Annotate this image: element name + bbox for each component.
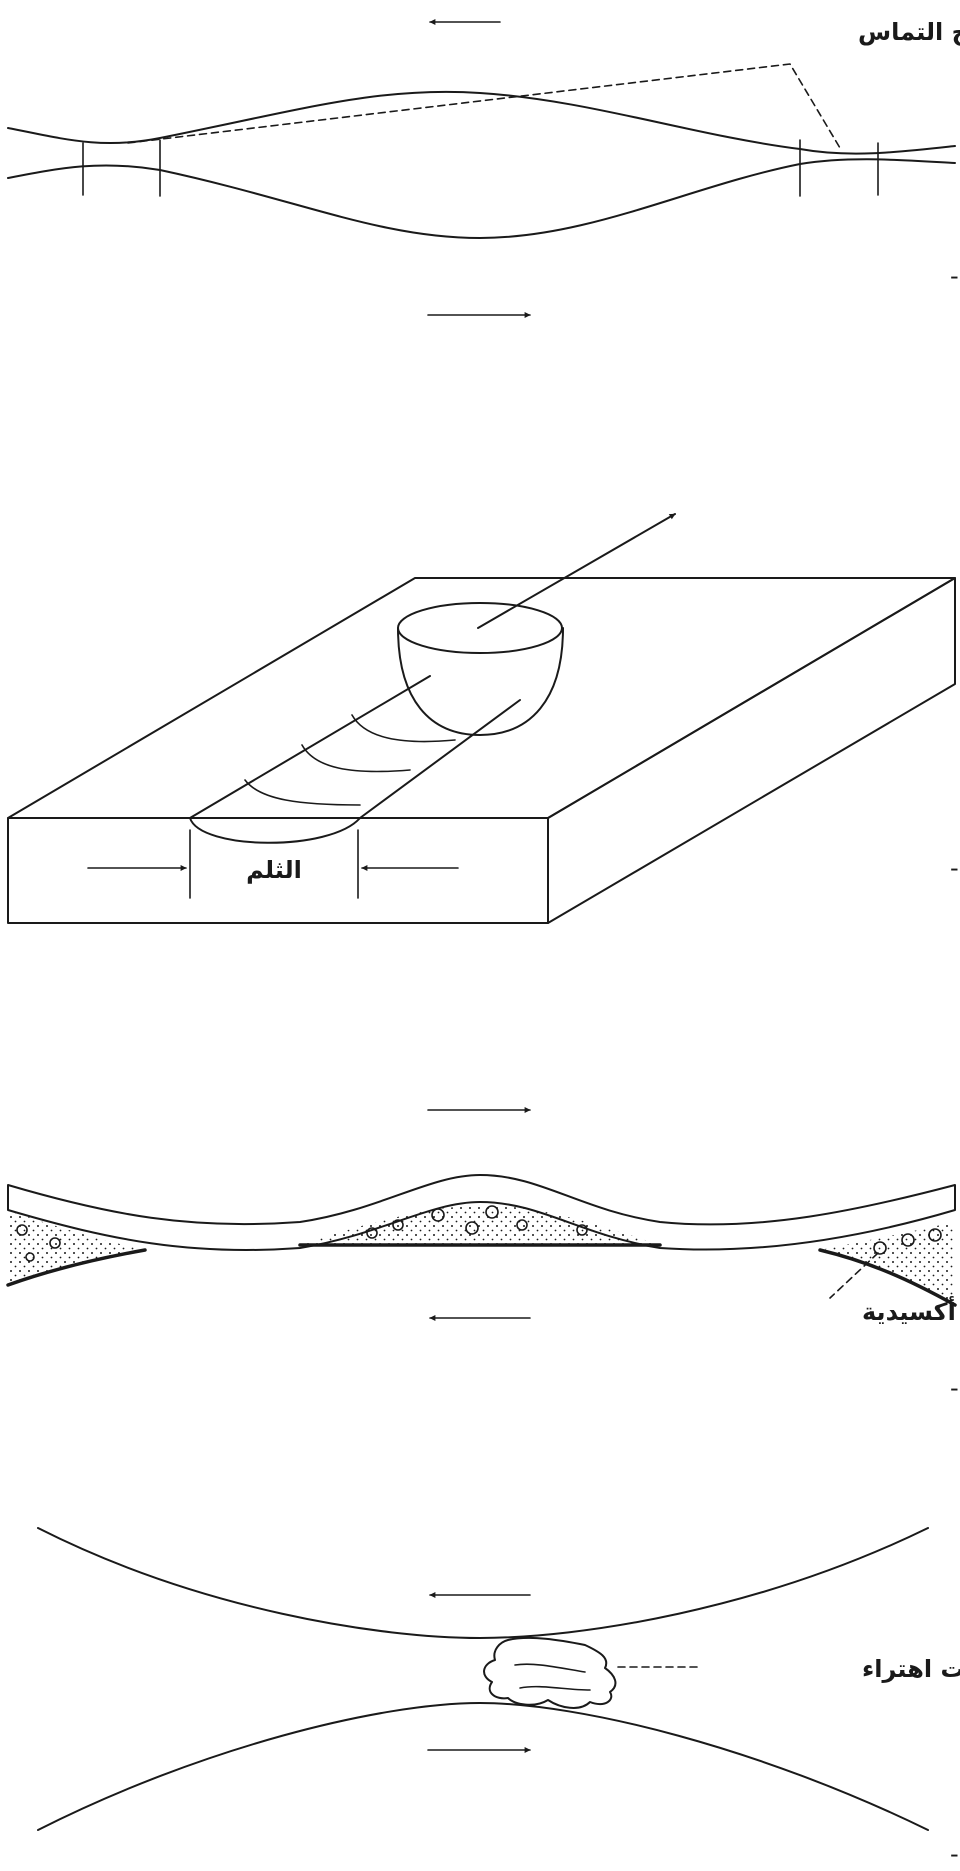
- groove-arc: [301, 744, 411, 773]
- contact-surfaces-label: سطوح التماس: [858, 18, 960, 46]
- lower-body-profile: [37, 1702, 929, 1831]
- groove-label: الثلم: [246, 856, 302, 884]
- groove-arc: [351, 714, 456, 743]
- panel-c-letter: - جـ -: [950, 1374, 960, 1402]
- lower-boundary: [6, 1248, 147, 1287]
- groove-right-edge: [359, 699, 521, 819]
- asperity-top: [397, 602, 563, 654]
- panel-d: جزيئات اهتراء - د -: [37, 1527, 960, 1868]
- slab-top-face: [7, 577, 956, 819]
- oxide-layer: [300, 1205, 660, 1245]
- slab-front-face: [7, 817, 549, 924]
- lower-boundary: [818, 1248, 957, 1307]
- wear-particle-crack: [514, 1663, 586, 1673]
- contact-leader-line: [127, 63, 841, 149]
- wear-particle-crack: [519, 1685, 591, 1691]
- lower-surface-profile: [7, 158, 956, 239]
- wear-particle: [483, 1636, 617, 1709]
- slab-side-face: [547, 577, 956, 924]
- oxide-particles-label: جزيئات أكسيدية: [862, 1296, 960, 1326]
- oxide-layer: [8, 1210, 145, 1285]
- panel-c: جزيئات أكسيدية - جـ -: [6, 1107, 960, 1402]
- panel-b-letter: - ب -: [950, 854, 960, 882]
- asperity-body: [397, 627, 564, 736]
- groove-profile: [189, 817, 361, 844]
- wear-particles-label: جزيئات اهتراء: [862, 1655, 960, 1683]
- groove-arc: [244, 779, 361, 806]
- panel-b: الثلم - ب -: [7, 513, 960, 924]
- hatched-surface-layer: [7, 1174, 956, 1252]
- upper-body-profile: [37, 1527, 929, 1639]
- oxide-leader-line: [829, 1252, 879, 1299]
- panel-d-letter: - د -: [950, 1840, 960, 1868]
- panel-a-letter: - أ -: [950, 260, 960, 290]
- panel-a: سطوح التماس - أ -: [7, 18, 960, 318]
- oxide-layer: [820, 1222, 955, 1305]
- asperity-motion-arrow: [477, 513, 676, 629]
- oxide-particles: [16, 1205, 942, 1262]
- groove-left-edge: [189, 675, 431, 819]
